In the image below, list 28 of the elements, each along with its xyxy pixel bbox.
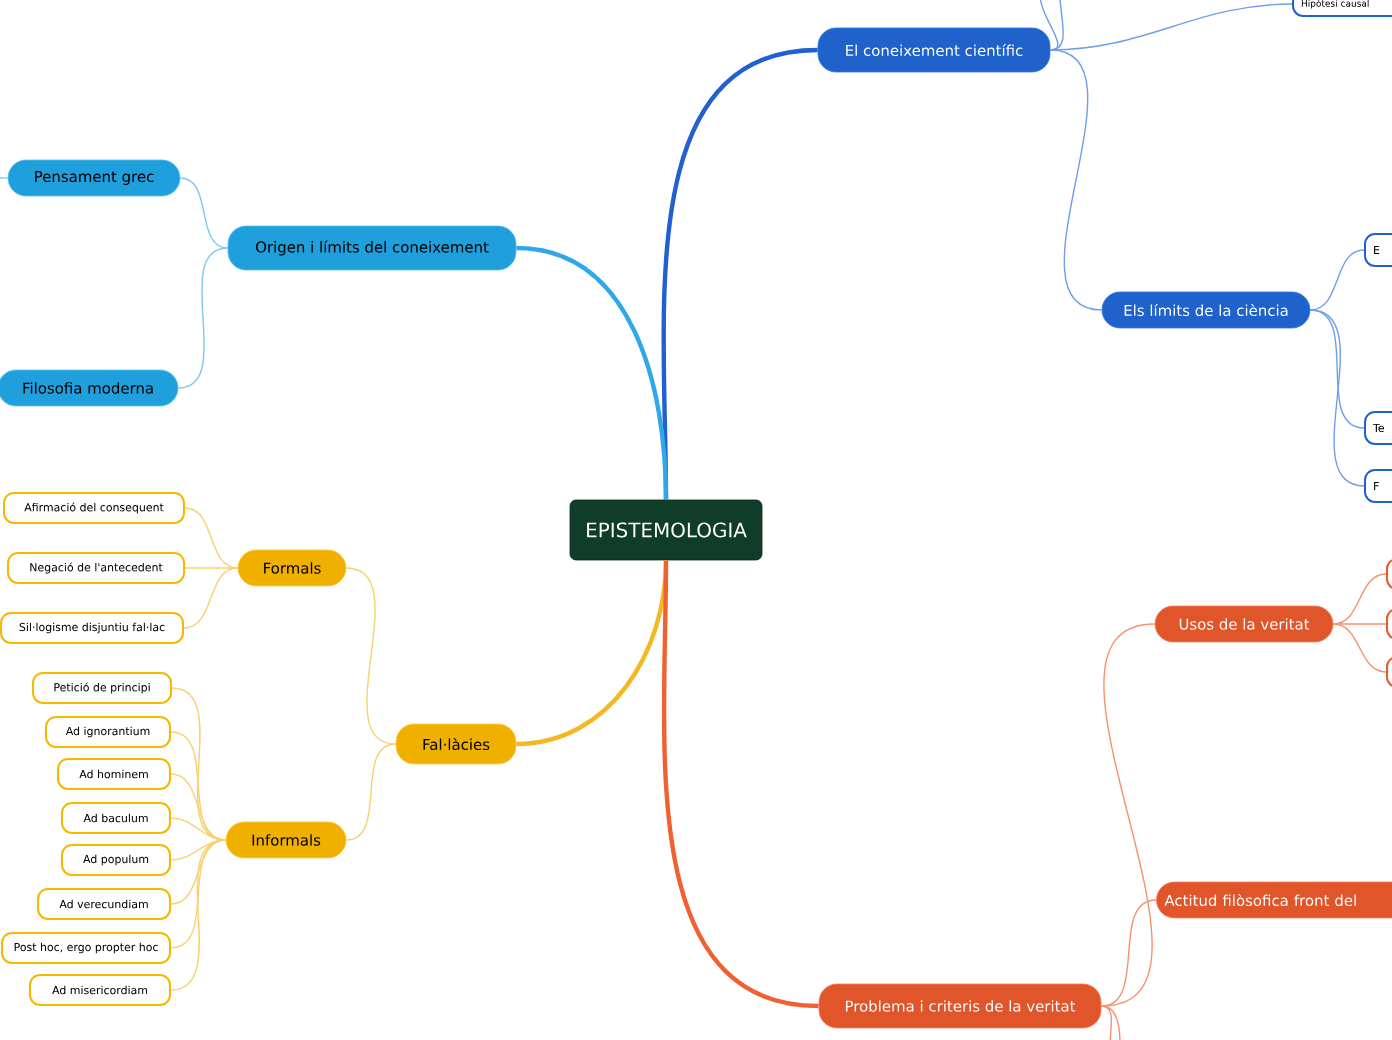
branch-line [1100, 1005, 1121, 1040]
branch-line [1332, 623, 1387, 625]
subtopic-box [1386, 608, 1392, 640]
branch-line [1039, 0, 1059, 51]
branch-line [661, 560, 819, 1009]
central-topic-box: EPISTEMOLOGIA [569, 499, 763, 561]
branch-line [177, 247, 229, 389]
branch-line [184, 567, 239, 569]
branch-line [1049, 49, 1103, 311]
branch-line [1309, 309, 1365, 429]
branch-line [345, 743, 397, 841]
branch-line [179, 177, 229, 249]
branch-line [183, 567, 239, 629]
branch-line [1100, 899, 1157, 1007]
branch-line [1332, 623, 1387, 673]
subtopic-box [1386, 656, 1392, 688]
branch-line [345, 567, 397, 745]
branch-line [1309, 249, 1365, 311]
branch-line [0, 177, 9, 179]
branch-line [170, 817, 227, 841]
branch-line [1100, 623, 1156, 1007]
subtopic-box [1386, 558, 1392, 590]
branch-line [516, 245, 669, 500]
branch-line [1309, 309, 1365, 487]
branch-line [1049, 3, 1293, 51]
branch-line [170, 839, 227, 991]
branch-line [170, 839, 227, 949]
branch-line [1100, 1005, 1113, 1040]
